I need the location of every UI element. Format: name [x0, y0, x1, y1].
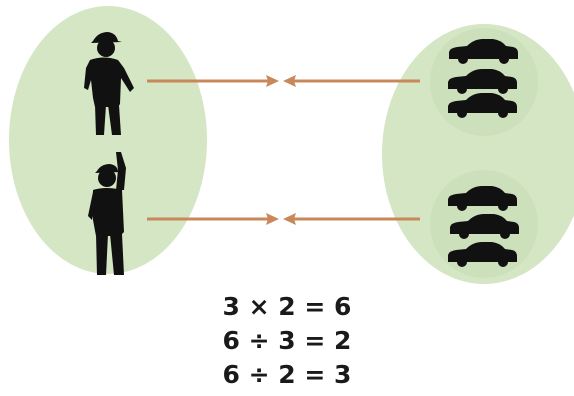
equation-division-by-three: 6 ÷ 3 = 2 [222, 326, 352, 355]
people-group-ellipse [9, 6, 207, 274]
person-raising-hand-icon [88, 152, 126, 275]
arrow-head [266, 213, 279, 225]
arrow-head [283, 75, 296, 87]
equation-division-by-two: 6 ÷ 2 = 3 [222, 360, 352, 389]
person-pointing-icon [84, 32, 134, 135]
connector-arrows-bottom [147, 213, 420, 225]
equations-block: 3 × 2 = 6 6 ÷ 3 = 2 6 ÷ 2 = 3 [0, 290, 574, 392]
arrow-head [266, 75, 279, 87]
connector-arrows-top [147, 75, 420, 87]
equation-multiplication: 3 × 2 = 6 [222, 292, 352, 321]
arrow-head [283, 213, 296, 225]
